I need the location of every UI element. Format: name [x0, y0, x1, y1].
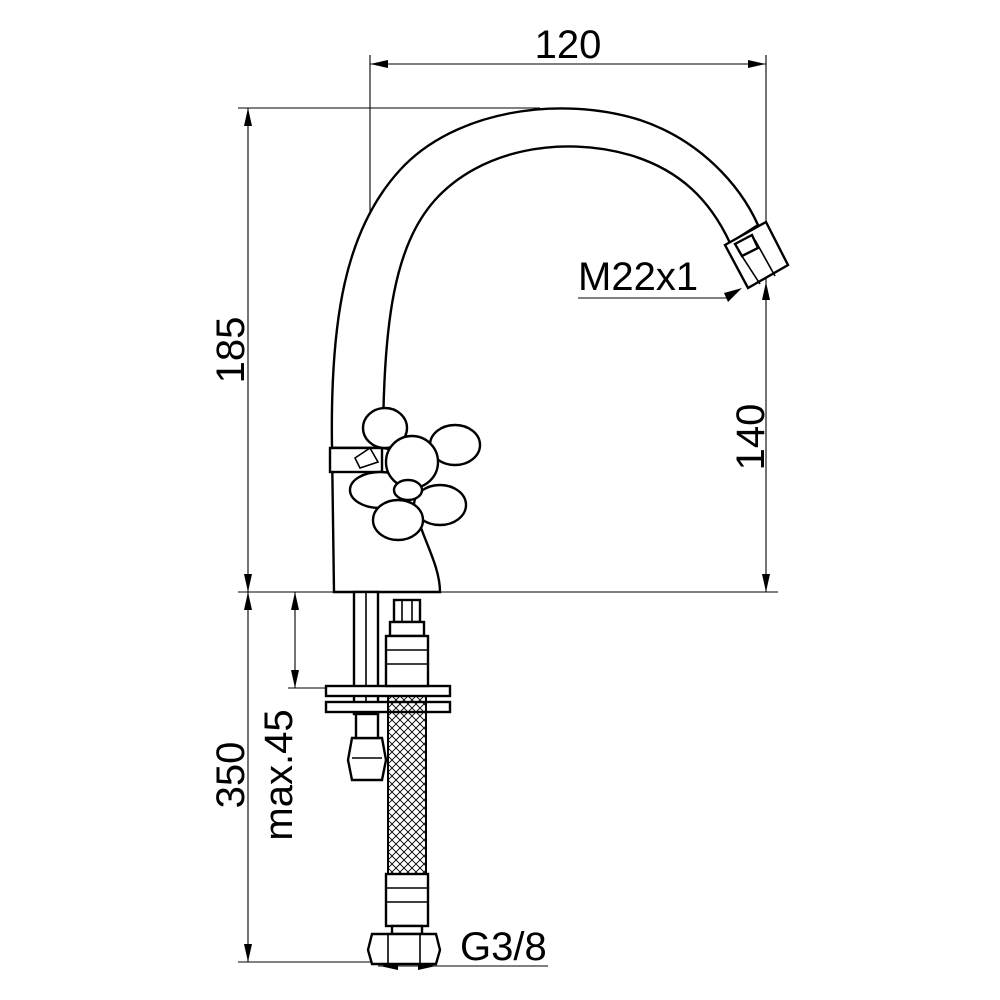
dim-width-label: 120: [535, 23, 602, 67]
dim-total-height-label: 185: [209, 317, 253, 384]
dim-aerator-thread-label: M22x1: [578, 255, 698, 299]
faucet-spout: [330, 107, 790, 450]
dim-spout-height-label: 140: [729, 404, 773, 471]
aerator: [723, 220, 790, 290]
dim-hose-length-label: 350: [209, 742, 253, 809]
supply-hose: [366, 598, 442, 966]
cross-handle: [348, 406, 482, 542]
dim-hose-thread-label: G3/8: [460, 925, 547, 969]
dim-max-mount-label: max.45: [257, 709, 301, 840]
